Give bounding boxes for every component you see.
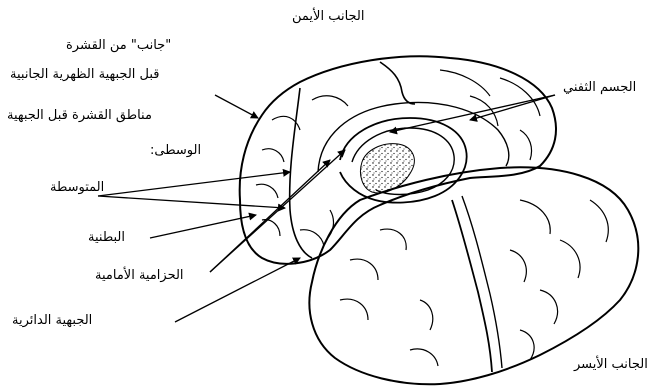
ventral-label: البطنية [88, 230, 125, 246]
left-gyrus-line [340, 200, 608, 366]
arrow-orbitofrontal [175, 258, 300, 322]
arrow-corpus-callosum [470, 95, 555, 120]
orbitofrontal-label: الجبهية الدائرية [12, 313, 92, 329]
left-hemisphere-lateral-view [309, 167, 638, 384]
arrow-corpus-callosum-2 [390, 95, 555, 132]
medial-subheading: الوسطى: [150, 143, 201, 159]
right-hemisphere-label: الجانب الأيمن [292, 9, 365, 25]
arrow-lateral [215, 95, 258, 118]
medial-surface-line [290, 88, 312, 258]
corpus-callosum-label: الجسم الثفني [563, 80, 636, 96]
lateral-cortex-label: "جانب" من القشرة [66, 38, 171, 54]
medial-prefrontal-label: مناطق القشرة قبل الجبهية [7, 108, 152, 124]
anterior-cingulate-label: الحزامية الأمامية [95, 268, 184, 284]
leader-arrows [98, 95, 555, 322]
arrow-middle-2 [98, 196, 285, 208]
left-hemisphere-label: الجانب الأيسر [574, 357, 648, 373]
middle-label: المتوسطة [50, 180, 104, 196]
arrow-ventral [150, 215, 256, 238]
longitudinal-fissure [380, 62, 415, 104]
interhemispheric-fissure-2 [462, 196, 502, 368]
dorsolateral-prefrontal-label: قبل الجبهية الظهرية الجانبية [10, 67, 160, 83]
